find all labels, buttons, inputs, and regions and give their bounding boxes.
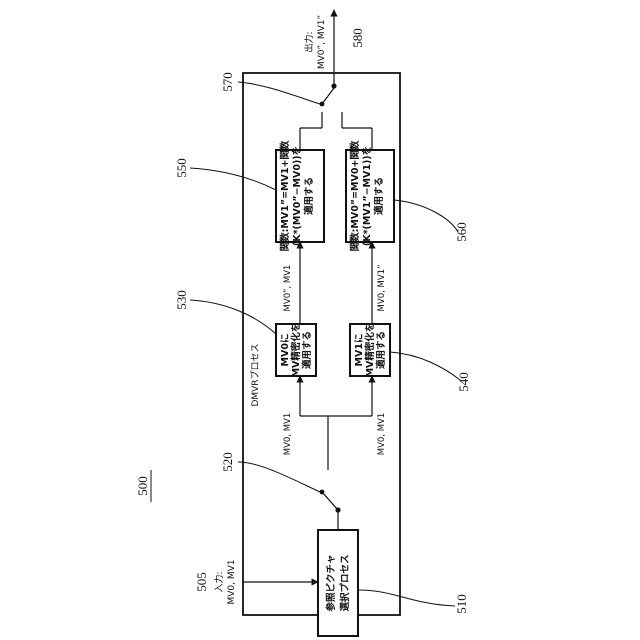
input-label: 入力: [213, 571, 225, 592]
switch-520-contact [320, 490, 325, 495]
ref-580: 580 [350, 28, 365, 48]
output-values: MV0”, MV1” [317, 15, 327, 69]
label-top-in: MV0, MV1 [283, 413, 293, 456]
ref-570: 570 [220, 72, 235, 92]
box-540-line1: MV1に [354, 334, 365, 367]
ref-505: 505 [194, 572, 209, 592]
switch-520-blade [322, 492, 338, 510]
ref-500: 500 [135, 476, 150, 496]
box-530-line2: MV精密化を [290, 323, 302, 378]
input-values: MV0, MV1 [227, 559, 237, 604]
output-label: 出力: [303, 31, 315, 52]
box-540-line3: 適用する [375, 331, 387, 369]
ref-520: 520 [220, 452, 235, 472]
box-540-line2: MV精密化を [364, 323, 376, 378]
lead-560 [394, 200, 458, 232]
box-510-reference-picture-selection [318, 530, 358, 636]
label-bot-in: MV0, MV1 [377, 413, 387, 456]
lead-570 [238, 82, 320, 104]
lead-550 [190, 168, 276, 190]
ref-510: 510 [454, 594, 469, 614]
box-550-line1: 関数:MV1”=MV1+関数 [279, 140, 291, 251]
lead-520 [238, 462, 320, 492]
ref-550: 550 [174, 158, 189, 178]
box-560-line2: (K*(MV1”−MV1))を [362, 146, 373, 246]
box-560-line1: 関数:MV0”=MV0+関数 [349, 140, 361, 251]
ref-540: 540 [456, 372, 471, 392]
switch-570-blade [322, 88, 334, 104]
box-510-line1: 参照ピクチャ [325, 555, 337, 613]
box-550-line2: (K*(MV0”−MV0))を [292, 146, 303, 246]
label-bot-mid: MV0, MV1” [377, 265, 387, 312]
box-560-line3: 適用する [373, 177, 385, 215]
box-530-line3: 適用する [301, 331, 313, 369]
lead-510 [358, 590, 455, 606]
ref-530: 530 [174, 290, 189, 310]
label-top-mid: MV0”, MV1 [283, 265, 293, 312]
ref-560: 560 [454, 222, 469, 242]
box-550-line3: 適用する [303, 177, 315, 215]
process-title: DMVRプロセス [250, 343, 261, 406]
box-510-line2: 選択プロセス [339, 554, 351, 611]
lead-530 [190, 300, 276, 334]
box-530-line1: MV0に [280, 334, 291, 367]
